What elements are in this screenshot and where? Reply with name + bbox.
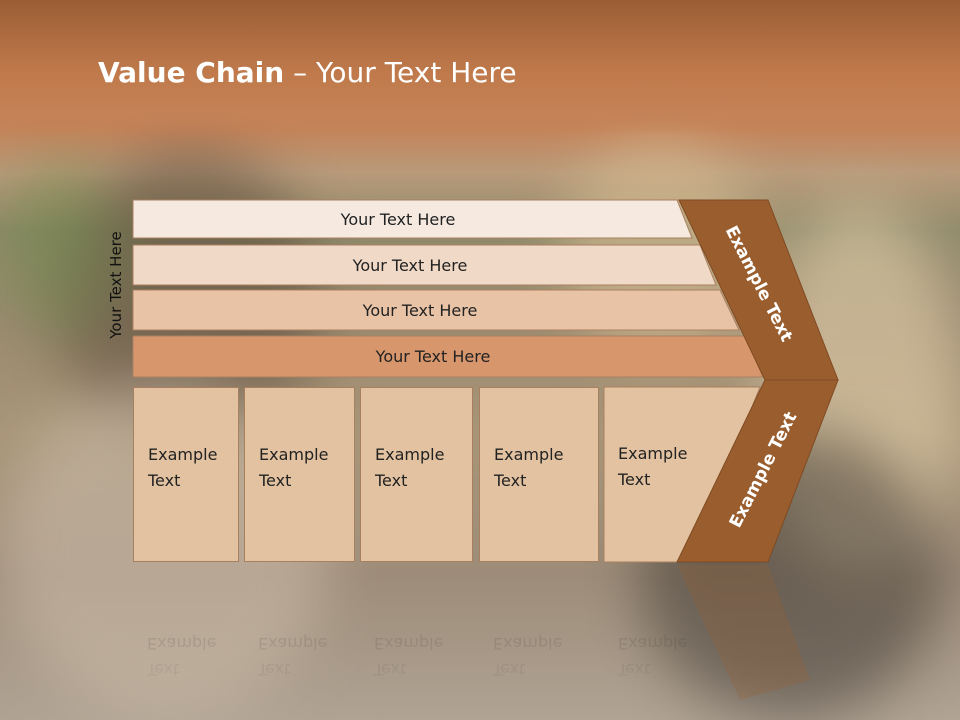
row-4: Your Text Here [133,337,763,375]
row-2: Your Text Here [133,246,717,284]
row-4-label: Your Text Here [375,346,491,366]
title-bold: Value Chain [98,56,285,89]
title-bar [0,0,960,135]
row-3: Your Text Here [133,291,737,329]
row-1-label: Your Text Here [340,209,456,229]
photo-blob-greenery [0,160,120,340]
row-1: Your Text Here [133,200,693,238]
row-3-label: Your Text Here [362,300,478,320]
page-title: Value Chain – Your Text Here [98,56,517,89]
side-label: Your Text Here [107,231,125,339]
title-rest: – Your Text Here [284,56,517,89]
row-2-label: Your Text Here [352,255,468,275]
